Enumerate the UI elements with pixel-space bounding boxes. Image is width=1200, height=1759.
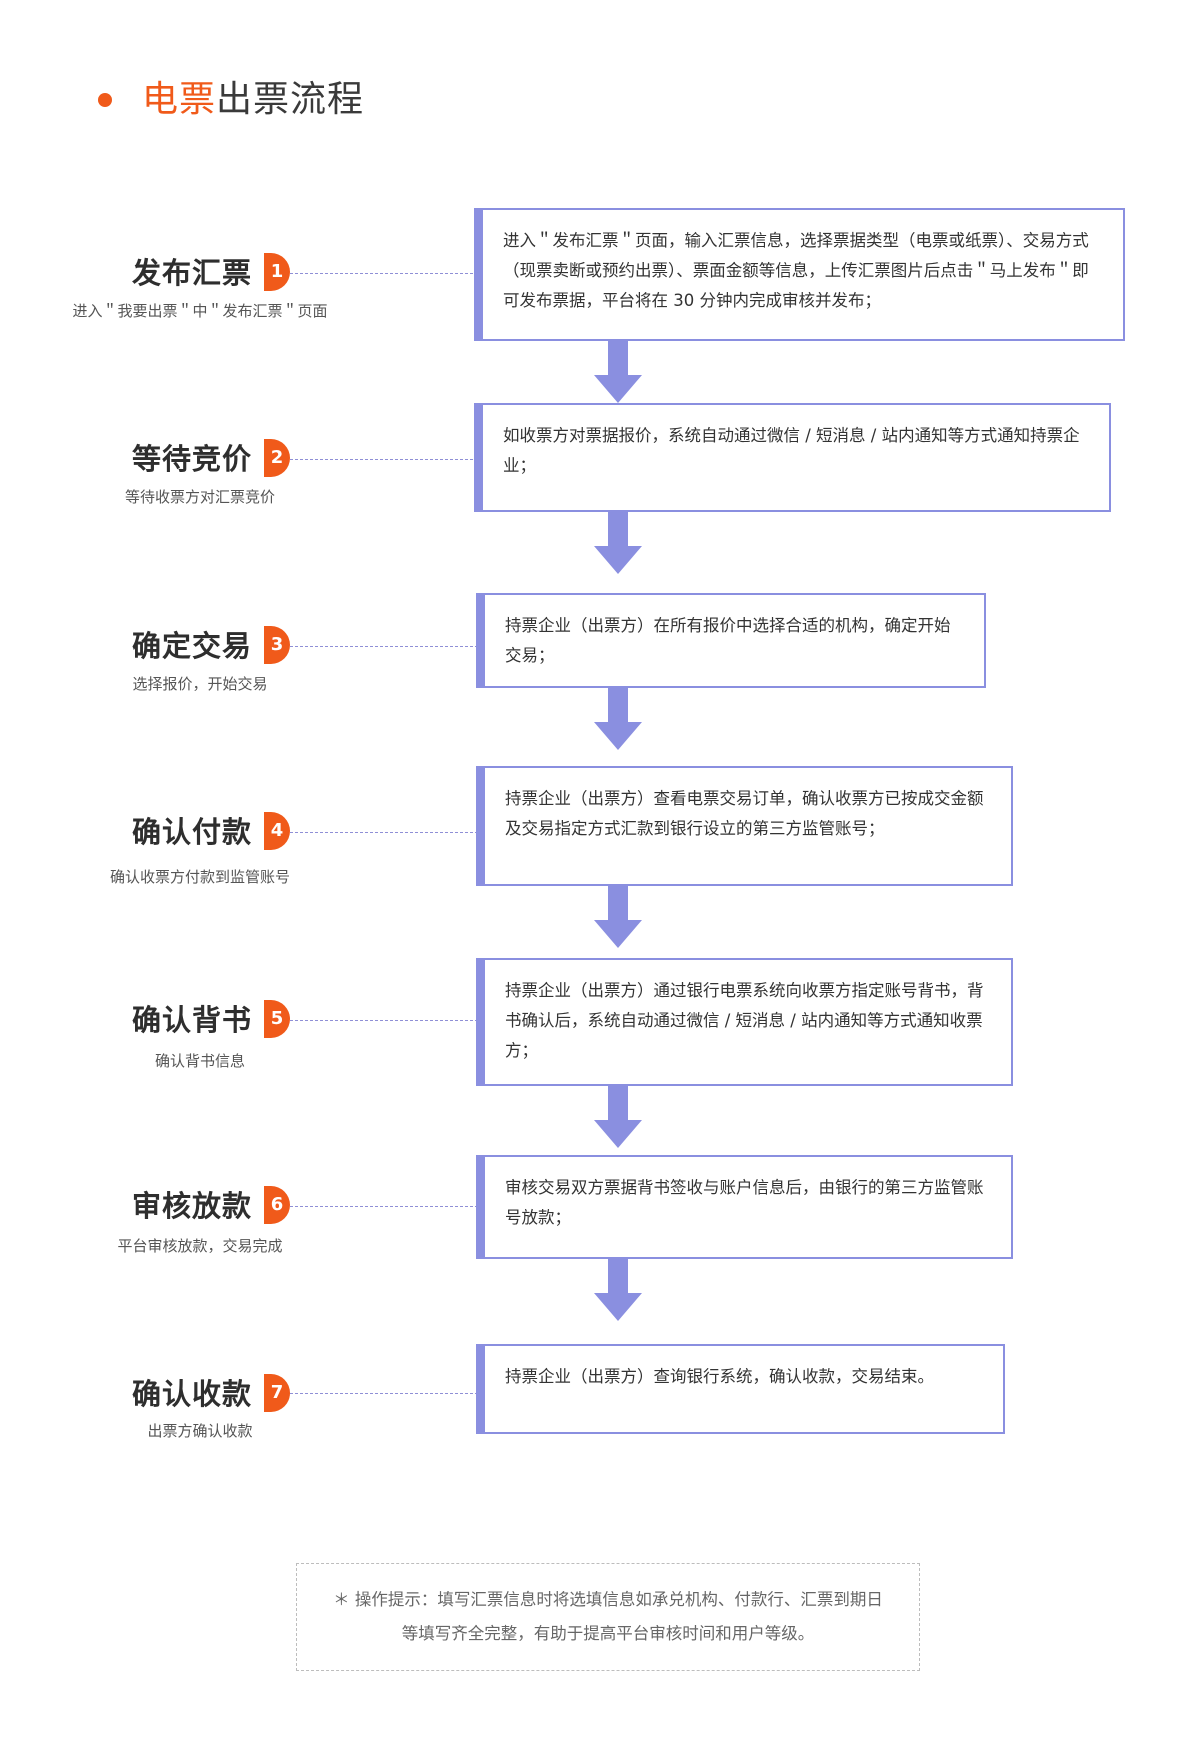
step-description-box: 持票企业（出票方）在所有报价中选择合适的机构，确定开始交易； — [476, 593, 986, 688]
down-arrow-icon — [594, 886, 642, 948]
step-number-badge: 5 — [264, 1000, 290, 1038]
step-title: 审核放款 — [132, 1189, 253, 1223]
step-connector — [290, 459, 478, 460]
step-subtitle: 确认背书信息 — [154, 1052, 245, 1070]
step-title: 等待竞价 — [132, 442, 253, 476]
down-arrow-icon — [594, 341, 642, 403]
step-description-box: 持票企业（出票方）查询银行系统，确认收款，交易结束。 — [476, 1344, 1005, 1434]
step-description-box: 进入＂发布汇票＂页面，输入汇票信息，选择票据类型（电票或纸票）、交易方式（现票卖… — [474, 208, 1125, 341]
step-connector — [290, 646, 478, 647]
step-title: 确认收款 — [132, 1377, 253, 1411]
bullet-dot-icon — [98, 93, 112, 107]
step-subtitle: 等待收票方对汇票竞价 — [124, 488, 275, 506]
step-subtitle: 确认收票方付款到监管账号 — [109, 868, 290, 886]
tip-box: ＊ 操作提示：填写汇票信息时将选填信息如承兑机构、付款行、汇票到期日等填写齐全完… — [296, 1563, 920, 1671]
step-title: 发布汇票 — [132, 256, 253, 290]
step-description-box: 审核交易双方票据背书签收与账户信息后，由银行的第三方监管账号放款； — [476, 1155, 1013, 1259]
step-subtitle: 进入＂我要出票＂中＂发布汇票＂页面 — [72, 302, 328, 320]
step-description: 持票企业（出票方）通过银行电票系统向收票方指定账号背书，背书确认后，系统自动通过… — [505, 981, 984, 1060]
down-arrow-icon — [594, 512, 642, 574]
step-description-box: 持票企业（出票方）通过银行电票系统向收票方指定账号背书，背书确认后，系统自动通过… — [476, 958, 1013, 1086]
down-arrow-icon — [594, 688, 642, 750]
step-description-box: 如收票方对票据报价，系统自动通过微信 / 短消息 / 站内通知等方式通知持票企业… — [474, 403, 1111, 512]
step-description: 审核交易双方票据背书签收与账户信息后，由银行的第三方监管账号放款； — [505, 1178, 984, 1227]
step-number-badge: 3 — [264, 626, 290, 664]
step-description: 如收票方对票据报价，系统自动通过微信 / 短消息 / 站内通知等方式通知持票企业… — [503, 426, 1080, 475]
step-connector — [290, 273, 478, 274]
step-connector — [290, 1393, 478, 1394]
step-description: 持票企业（出票方）在所有报价中选择合适的机构，确定开始交易； — [505, 616, 951, 665]
down-arrow-icon — [594, 1259, 642, 1321]
step-title: 确认背书 — [132, 1003, 253, 1037]
step-number-badge: 2 — [264, 439, 290, 477]
step-number-badge: 1 — [264, 253, 290, 291]
page-heading: 电票出票流程 — [98, 78, 364, 122]
step-subtitle: 出票方确认收款 — [147, 1422, 253, 1440]
step-number-badge: 7 — [264, 1374, 290, 1412]
step-subtitle: 平台审核放款，交易完成 — [117, 1237, 283, 1255]
step-description: 持票企业（出票方）查询银行系统，确认收款，交易结束。 — [505, 1367, 934, 1386]
down-arrow-icon — [594, 1086, 642, 1148]
step-connector — [290, 832, 478, 833]
step-description-box: 持票企业（出票方）查看电票交易订单，确认收票方已按成交金额及交易指定方式汇款到银… — [476, 766, 1013, 886]
tip-text: ＊ 操作提示：填写汇票信息时将选填信息如承兑机构、付款行、汇票到期日等填写齐全完… — [333, 1590, 883, 1643]
page-title: 电票出票流程 — [142, 78, 364, 122]
step-description: 持票企业（出票方）查看电票交易订单，确认收票方已按成交金额及交易指定方式汇款到银… — [505, 789, 984, 838]
step-description: 进入＂发布汇票＂页面，输入汇票信息，选择票据类型（电票或纸票）、交易方式（现票卖… — [503, 231, 1089, 310]
step-title: 确认付款 — [132, 815, 253, 849]
step-title: 确定交易 — [132, 629, 253, 663]
step-number-badge: 4 — [264, 812, 290, 850]
step-connector — [290, 1020, 478, 1021]
page-title-accent: 电票 — [142, 79, 217, 120]
step-number-badge: 6 — [264, 1186, 290, 1224]
page-title-rest: 出票流程 — [216, 79, 365, 120]
step-connector — [290, 1206, 478, 1207]
step-subtitle: 选择报价，开始交易 — [132, 675, 268, 693]
